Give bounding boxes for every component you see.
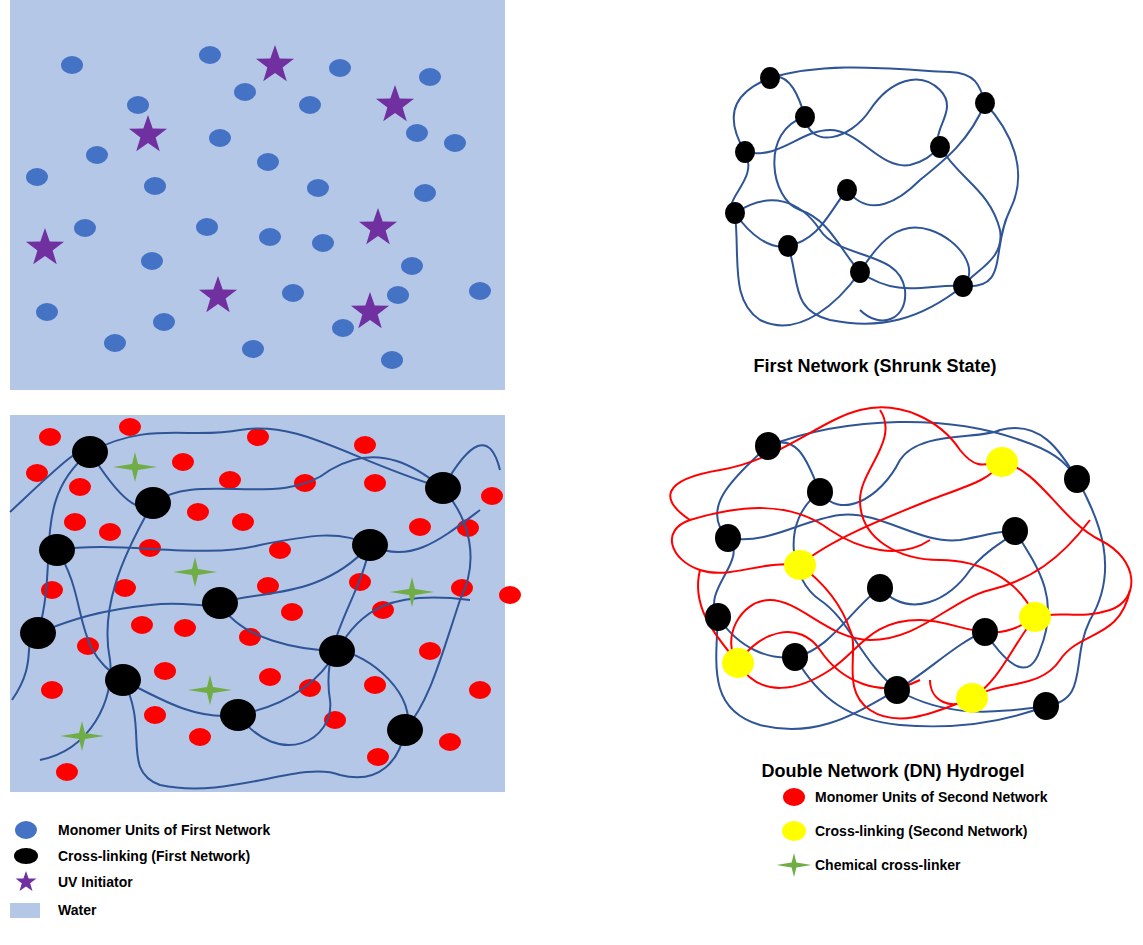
legend-text: Chemical cross-linker — [815, 857, 961, 873]
legend-text: Water — [58, 902, 96, 918]
first-network — [725, 67, 1018, 325]
legend-swatch — [783, 788, 805, 806]
swollen-network-panel — [10, 415, 521, 792]
network-caption: Double Network (DN) Hydrogel — [761, 761, 1024, 782]
legend-swatch — [15, 821, 37, 839]
legend-swatch — [14, 848, 38, 864]
legend-swatch — [10, 903, 40, 918]
network-caption: First Network (Shrunk State) — [753, 356, 996, 377]
monomer-solution-panel — [10, 0, 505, 390]
legend-text: Cross-linking (First Network) — [58, 848, 250, 864]
legend-text: UV Initiator — [58, 874, 133, 890]
legend-text: Cross-linking (Second Network) — [815, 823, 1027, 839]
legend-swatch — [782, 821, 806, 841]
legend-text: Monomer Units of First Network — [58, 822, 270, 838]
legend-text: Monomer Units of Second Network — [815, 789, 1048, 805]
double-network — [670, 407, 1131, 729]
